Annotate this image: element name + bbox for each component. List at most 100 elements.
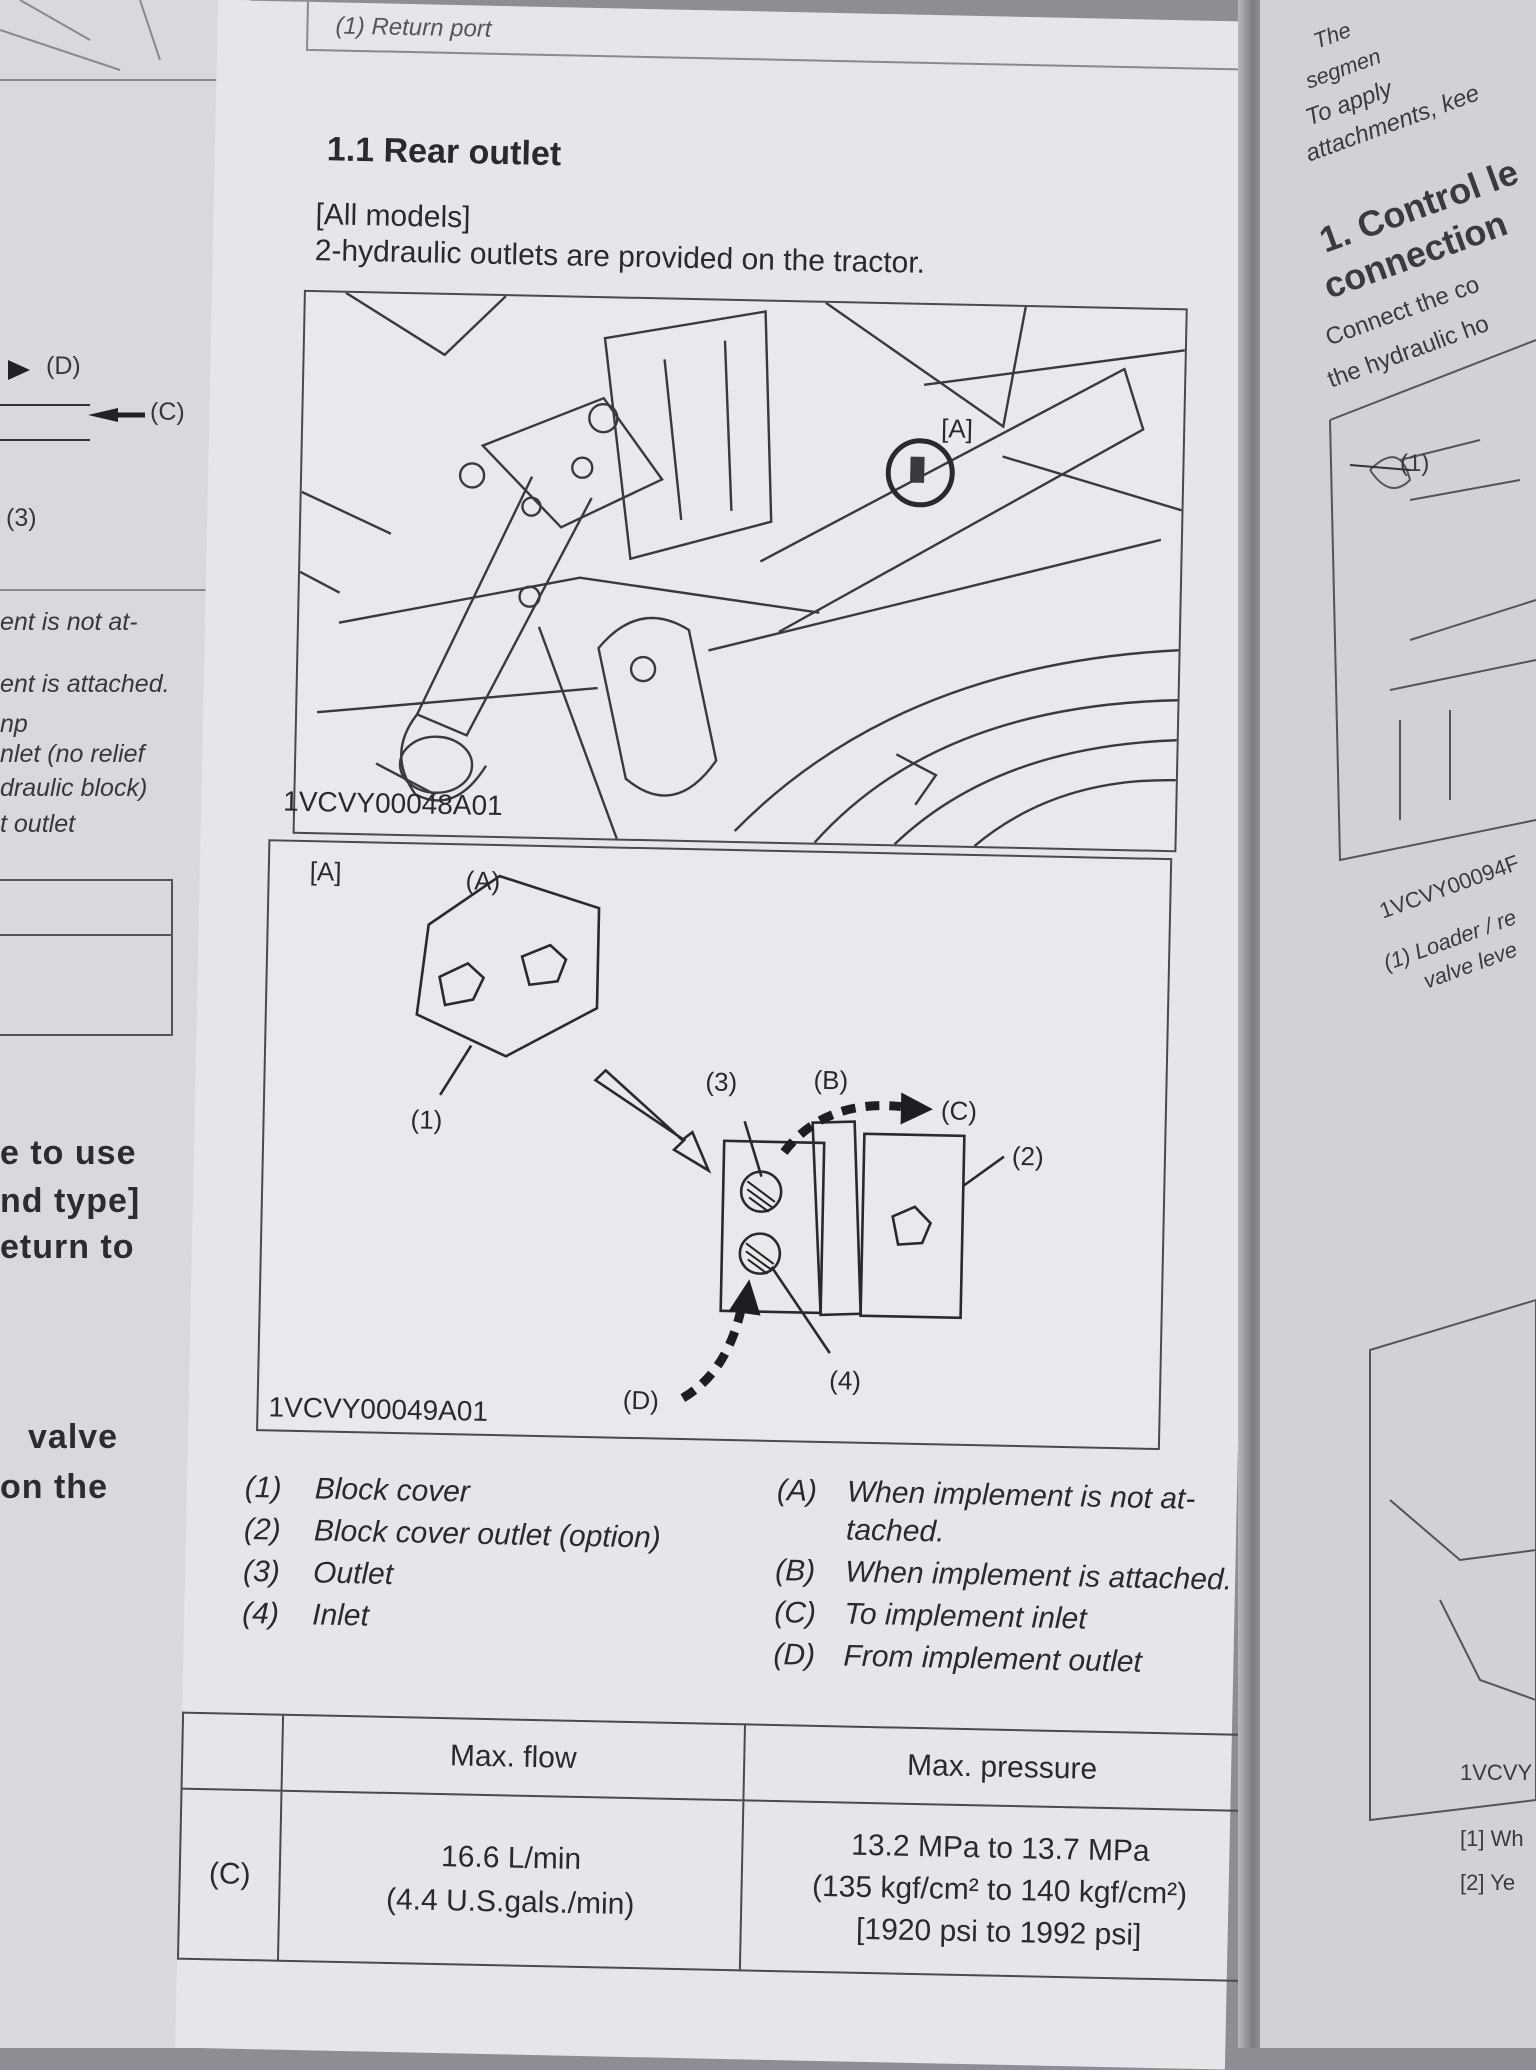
tractor-rear-illustration: [299, 291, 1186, 860]
figure-block-detail: [A] (A) (1) (3) (B) (C) (2) (D) (4) 1VCV…: [256, 839, 1173, 1451]
block-body-middle: [811, 1120, 862, 1317]
inset-marker-circle: [885, 438, 955, 508]
legend-num: (D): [773, 1637, 816, 1672]
figure-1-id: 1VCVY00048A01: [282, 785, 504, 822]
left-label-d: (D): [46, 352, 81, 380]
callout-c: (C): [940, 1095, 978, 1127]
left-bold-1: e to use: [0, 1134, 137, 1172]
leader-2: [962, 1155, 1005, 1187]
legend-right-a-cont: tached.: [776, 1512, 945, 1550]
figure-1-inset-label: [A]: [940, 413, 974, 444]
block-body-left: [719, 1139, 826, 1315]
pressure-mpa: 13.2 MPa to 13.7 MPa: [850, 1828, 1151, 1868]
figure-2-label: [A]: [309, 856, 342, 887]
left-label-c: (C): [150, 398, 185, 426]
spec-table: Max. flow Max. pressure (C) 16.6 L/min (…: [177, 1712, 1262, 1983]
left-label-3: (3): [6, 504, 37, 532]
legend-text: To implement inlet: [843, 1597, 1087, 1636]
left-line-6: t outlet: [0, 810, 76, 838]
right-item-2: [2] Ye: [1460, 1870, 1516, 1895]
callout-2: (2): [1011, 1140, 1045, 1172]
block-body-right: [859, 1132, 966, 1320]
outlet-port: [739, 1170, 783, 1213]
legend-right-d: (D) From implement outlet: [773, 1638, 1142, 1680]
right-item-1: [1] Wh: [1460, 1826, 1524, 1851]
legend-left-2: (2) Block cover outlet (option): [244, 1513, 661, 1556]
figure-rear-outlet-photo: [A] 1VCVY00048A01: [283, 289, 1188, 860]
right-figures: [1329, 339, 1536, 1822]
left-bold-2: nd type]: [0, 1182, 141, 1220]
callout-b: (B): [813, 1064, 849, 1096]
legend-text: Block cover outlet (option): [313, 1514, 662, 1555]
right-top-line-1: The: [1310, 17, 1355, 54]
block-cover-bolt-left: [438, 961, 486, 1007]
legend-right-c: (C) To implement inlet: [774, 1596, 1087, 1637]
legend-text: From implement outlet: [843, 1639, 1143, 1679]
top-figure-edge: [305, 1, 1257, 71]
paragraph-outlets: 2-hydraulic outlets are provided on the …: [314, 234, 926, 280]
block-outlet-bolt: [891, 1205, 933, 1246]
legend-left-4: (4) Inlet: [242, 1597, 369, 1634]
legend-num: (4): [241, 1596, 280, 1631]
legend-num: (2): [243, 1512, 281, 1547]
left-line-1: ent is not at-: [0, 608, 138, 636]
left-line-3: np: [0, 710, 28, 738]
callout-3: (3): [705, 1066, 738, 1098]
legend-left-3: (3) Outlet: [243, 1555, 394, 1592]
left-line-2: ent is attached.: [0, 670, 170, 698]
legend-num: (3): [242, 1554, 281, 1589]
legend-num: [776, 1538, 846, 1539]
callout-4: (4): [828, 1365, 862, 1396]
pressure-kgf: (135 kgf/cm² to 140 kgf/cm²): [811, 1869, 1188, 1911]
left-line-5: draulic block): [0, 774, 148, 802]
legend-num: (1): [244, 1470, 282, 1505]
flow-arrow-c: [780, 1101, 902, 1155]
left-table-fragment: [0, 879, 173, 1036]
left-bold-3: eturn to: [0, 1228, 135, 1266]
legend-left-1: (1) Block cover: [244, 1470, 471, 1510]
flow-imperial: (4.4 U.S.gals./min): [385, 1882, 635, 1922]
block-cover-bolt-right: [520, 943, 568, 987]
left-bold-5: on the: [0, 1468, 108, 1506]
table-header-empty: [181, 1712, 284, 1791]
table-header-pressure: Max. pressure: [743, 1724, 1261, 1812]
legend-text: Outlet: [312, 1556, 394, 1592]
legend-right-b: (B) When implement is attached.: [775, 1554, 1232, 1598]
table-cell-flow: 16.6 L/min (4.4 U.S.gals./min): [277, 1790, 744, 1971]
callout-d: (D): [622, 1384, 660, 1416]
table-row-label: (C): [177, 1788, 282, 1961]
callout-1: (1): [410, 1104, 443, 1135]
inlet-port: [738, 1232, 782, 1275]
flow-arrow-d: [680, 1300, 748, 1402]
right-callout-1: (1): [1400, 450, 1430, 477]
callout-a: (A): [465, 865, 501, 897]
leader-4: [770, 1266, 831, 1354]
right-fig-id-2: 1VCVY: [1460, 1760, 1533, 1785]
legend-text: When implement is attached.: [844, 1555, 1233, 1597]
table-cell-pressure: 13.2 MPa to 13.7 MPa (135 kgf/cm² to 140…: [739, 1800, 1260, 1982]
left-bold-4: valve: [28, 1418, 119, 1456]
block-cover-shape: [415, 874, 601, 1058]
pressure-psi: [1920 psi to 1992 psi]: [855, 1912, 1142, 1952]
legend-text: tached.: [845, 1513, 945, 1549]
legend-num: (B): [774, 1554, 816, 1588]
legend-right-a: (A) When implement is not at-: [777, 1474, 1196, 1517]
legend-text: Inlet: [311, 1598, 370, 1633]
table-header-flow: Max. flow: [281, 1714, 746, 1801]
legend-text: When implement is not at-: [846, 1475, 1196, 1516]
leader-3: [743, 1120, 763, 1178]
outlet-block-diagram: [415, 874, 1005, 1402]
legend-num: (C): [774, 1596, 817, 1630]
main-page: (1) Return port 1.1 Rear outlet [All mod…: [175, 0, 1268, 2070]
paragraph-all-models: [All models]: [315, 198, 471, 235]
section-title: 1.1 Rear outlet: [326, 130, 562, 174]
direction-arrow: [593, 1068, 712, 1174]
legend-text: Block cover: [314, 1472, 471, 1509]
flow-metric: 16.6 L/min: [440, 1840, 582, 1877]
table-row: (C) 16.6 L/min (4.4 U.S.gals./min) 13.2 …: [177, 1788, 1260, 1982]
left-line-4: nlet (no relief: [0, 740, 145, 768]
legend-num: (A): [776, 1474, 818, 1508]
leader-1: [439, 1044, 473, 1096]
figure-2-id: 1VCVY00049A01: [268, 1391, 489, 1427]
right-page: The segmen To apply attachments, kee 1. …: [1260, 0, 1536, 2048]
